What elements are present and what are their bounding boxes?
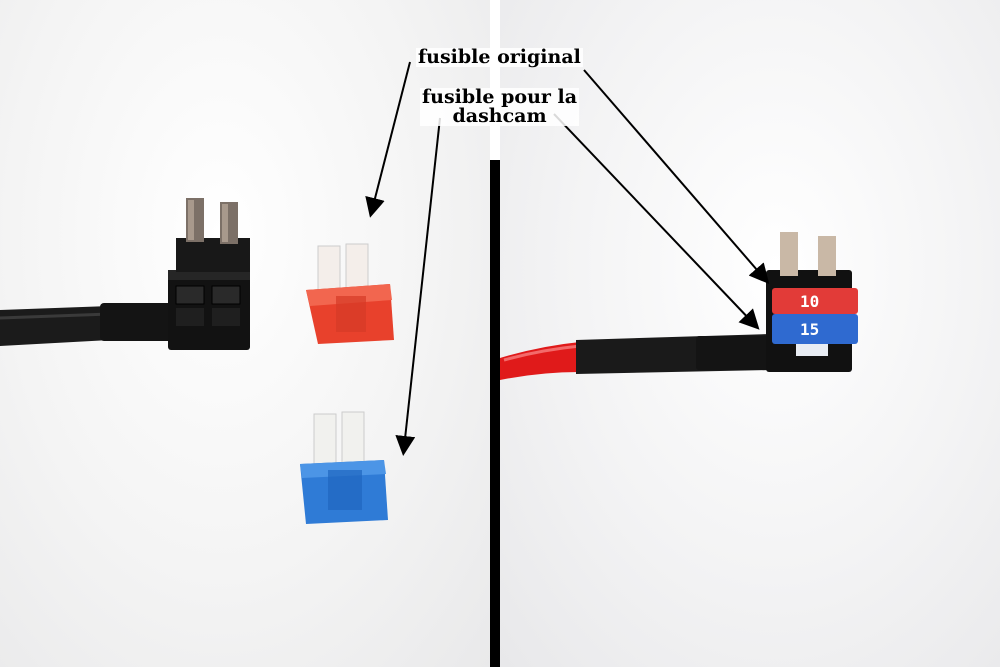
blue-fuse (300, 411, 388, 524)
red-fuse-window (336, 296, 366, 332)
right-photo-panel: 10 15 (500, 0, 1000, 667)
panel-divider (490, 160, 500, 667)
red-fuse-blade-right (345, 243, 369, 291)
holder-top-edge (168, 270, 250, 280)
cable-highlight (0, 312, 111, 320)
prong-shine-right (222, 204, 228, 242)
arrow-to-red-fuse (365, 61, 411, 218)
red-fuse-blade-left (317, 245, 341, 293)
arrow-to-blue-fuse (395, 117, 441, 456)
prong-shine-left (188, 200, 194, 240)
arrow-to-original-fuse (583, 69, 770, 285)
heat-shrink-end (696, 336, 770, 370)
holder-slot-lower-left (176, 308, 204, 326)
label-dashcam-line2: dashcam (452, 105, 547, 127)
label-fusible-original: fusible original (416, 46, 583, 68)
red-fuse (306, 243, 394, 344)
holder-slot-right (211, 285, 241, 305)
red-fuse-inserted (772, 288, 858, 314)
holder-prong-left (780, 232, 798, 276)
left-photo-panel (0, 0, 490, 667)
arrow-to-dashcam-fuse (553, 113, 760, 330)
right-photo (500, 69, 858, 380)
red-cable (500, 342, 580, 380)
label-dashcam-line1: fusible pour la (422, 86, 578, 108)
holder-slot-lower-right (212, 308, 240, 326)
red-fuse-rating: 10 (800, 292, 820, 311)
blue-fuse-blade-right (341, 411, 365, 465)
holder-slot-left (175, 285, 205, 305)
label-fusible-dashcam: fusible pour la dashcam (420, 86, 580, 127)
blue-fuse-rating: 15 (800, 320, 820, 339)
blue-fuse-tab (796, 344, 828, 356)
red-cable-highlight (503, 344, 581, 362)
blue-fuse-inserted (772, 314, 858, 344)
blue-fuse-blade-left (313, 413, 337, 465)
left-photo (0, 61, 441, 524)
holder-prong-right (818, 236, 836, 276)
red-fuse-top (306, 284, 392, 306)
blue-fuse-window (328, 470, 362, 510)
heat-shrink (100, 303, 175, 341)
holder-top-block (176, 238, 250, 272)
blue-fuse-top (300, 460, 386, 478)
